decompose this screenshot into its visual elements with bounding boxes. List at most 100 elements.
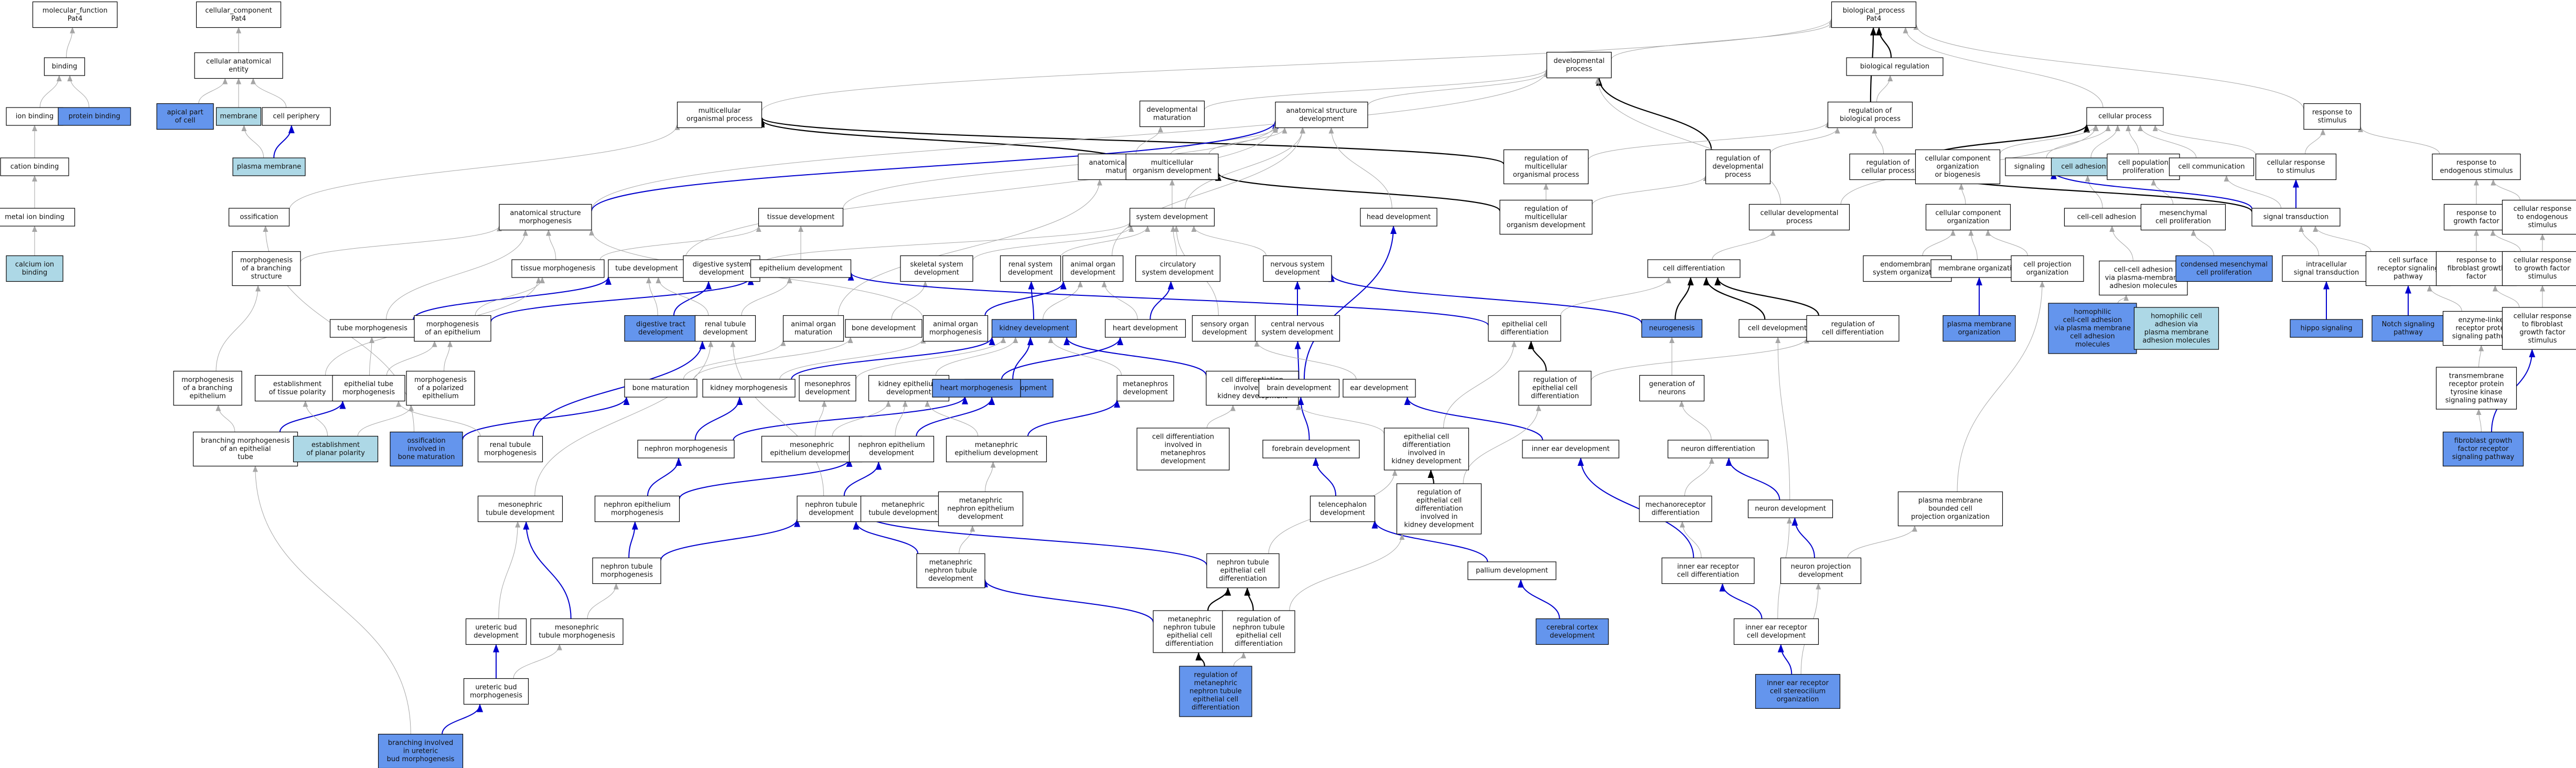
node-label-line: morphogenesis: [414, 376, 467, 384]
node-box: [1897, 491, 2003, 527]
relation-edge: [935, 337, 1018, 376]
node-box: [156, 103, 214, 130]
node-label-line: involved in: [1408, 449, 1445, 457]
node-label-line: cell projection: [2023, 261, 2071, 269]
node-box: [2251, 208, 2341, 227]
relation-edge: [1012, 337, 1034, 380]
node-label-line: development: [1550, 632, 1595, 639]
relation-edge: [791, 336, 995, 380]
relation-edge: [1560, 277, 1671, 316]
node-label-line: tyrosine kinase: [2451, 388, 2503, 396]
node-label-line: organization: [1958, 328, 2001, 336]
node-label-line: brain development: [1266, 385, 1331, 392]
node-label-line: head development: [1367, 214, 1431, 221]
node-label-line: regulation of: [1237, 615, 1281, 623]
node-label-line: stimulus: [2317, 116, 2346, 124]
relation-edge: [1443, 340, 1517, 429]
node-box: [1661, 557, 1755, 584]
node-label-line: biological regulation: [1860, 63, 1929, 71]
relation-edge: [1611, 21, 1834, 60]
relation-edge: [1577, 457, 1694, 558]
node-box: [1396, 483, 1482, 535]
node-label-line: cell differentiation: [1663, 265, 1725, 273]
node-label-line: epithelial cell: [1404, 433, 1450, 441]
node-label-line: skeletal system: [910, 261, 963, 269]
node-label-line: differentiation: [1415, 505, 1463, 513]
node-label-line: tube morphogenesis: [337, 325, 407, 333]
node-label-line: factor: [2466, 273, 2487, 281]
node-label-line: renal tubule: [490, 441, 531, 449]
node-box: [1262, 440, 1360, 458]
node-box: [1667, 440, 1769, 458]
relation-edge: [2118, 294, 2129, 304]
node-box: [1488, 315, 1561, 342]
relation-edge: [733, 396, 968, 441]
node-label-line: epithelium: [422, 392, 458, 400]
node-label-line: pathway: [2393, 328, 2423, 336]
node-box: [2064, 208, 2150, 227]
node-box: [1738, 319, 1816, 338]
node-label-line: multicellular: [699, 107, 741, 115]
node-box: [1503, 149, 1589, 185]
node-box: [900, 255, 973, 282]
node-label-line: signaling pathway: [2452, 333, 2515, 340]
node-box: [938, 491, 1024, 527]
node-label-line: stimulus: [2528, 221, 2557, 229]
node-label-line: tubule development: [868, 509, 937, 517]
relation-edge: [1150, 281, 1174, 320]
node-label-line: of a branching: [242, 265, 291, 273]
relation-edge: [386, 229, 528, 320]
node-label-line: receptor protein: [2455, 325, 2510, 333]
go-term-node-tissue-morphogenesis: tissue morphogenesis: [511, 259, 605, 278]
node-box: [1747, 499, 1833, 518]
node-box: [1343, 379, 1416, 398]
node-box: [1546, 51, 1612, 79]
relation-edge: [843, 461, 882, 496]
node-label-line: cellular response: [2514, 205, 2572, 213]
node-label-line: intracellular: [2306, 261, 2347, 269]
relation-edge: [273, 125, 295, 158]
node-box: [0, 157, 69, 176]
relation-edge: [1876, 75, 1893, 102]
relation-edge: [1254, 340, 1357, 380]
node-box: [860, 495, 946, 522]
relation-edge: [1312, 457, 1337, 496]
node-label-line: kidney development: [999, 325, 1069, 333]
node-label-line: development: [1798, 571, 1843, 579]
node-label-line: developmental: [1712, 163, 1763, 171]
node-box: [216, 107, 262, 126]
node-label-line: metanephric: [975, 441, 1018, 449]
go-term-node-ossification: ossification: [228, 208, 290, 227]
node-box: [1104, 319, 1186, 338]
node-box: [2140, 204, 2226, 231]
node-label-line: animal organ: [791, 321, 836, 328]
node-label-line: nephron tubule: [1217, 559, 1269, 567]
node-label-line: nephron epithelium: [604, 501, 670, 509]
node-label-line: regulation of: [1525, 155, 1568, 163]
node-box: [1000, 255, 1061, 282]
node-label-line: development: [1161, 457, 1206, 465]
node-label-line: involved in: [1164, 441, 1201, 449]
relation-edge: [2313, 226, 2371, 252]
node-label-line: entity: [229, 66, 249, 73]
node-label-line: tissue morphogenesis: [521, 265, 596, 273]
relation-edge: [1714, 277, 1819, 316]
relation-edge: [587, 583, 619, 619]
relation-edge: [386, 340, 437, 376]
relation-edge: [985, 461, 996, 492]
node-label-line: differentiation: [1219, 575, 1267, 583]
relation-edge: [534, 340, 714, 496]
node-label-line: metanephric: [929, 559, 973, 567]
node-box: [1129, 208, 1215, 227]
relation-edge: [2491, 179, 2520, 200]
